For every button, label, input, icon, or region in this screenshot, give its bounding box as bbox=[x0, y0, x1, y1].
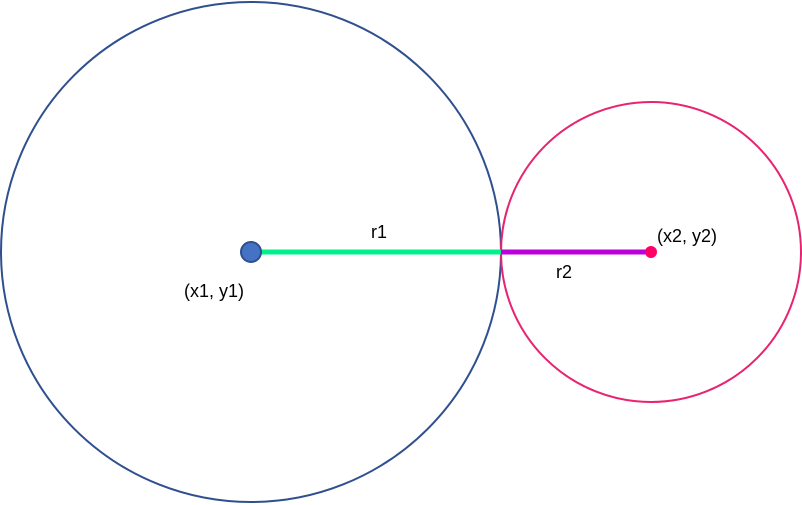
center-label-2: (x2, y2) bbox=[657, 226, 717, 246]
radius-label-r1: r1 bbox=[371, 222, 387, 242]
center-label-1: (x1, y1) bbox=[184, 281, 244, 301]
center-point-1 bbox=[240, 241, 262, 263]
radius-label-r2: r2 bbox=[556, 262, 572, 282]
center-point-2 bbox=[645, 246, 657, 258]
